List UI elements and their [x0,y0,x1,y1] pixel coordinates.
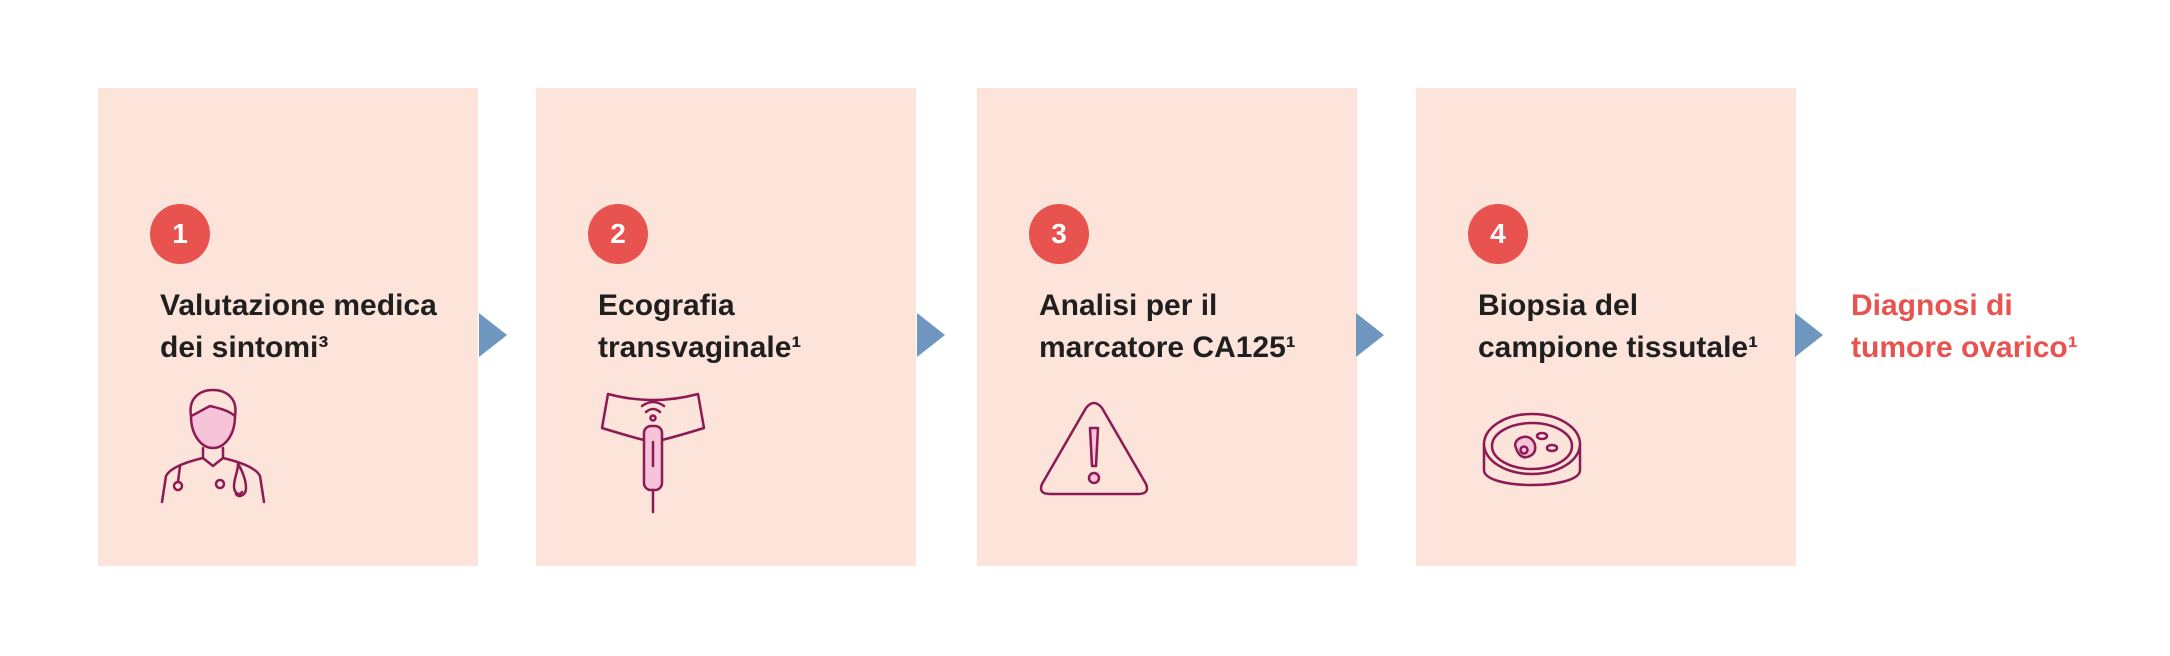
step-title-line: Valutazione medica [160,289,437,322]
petri-dish-icon [1482,412,1582,487]
step-title: Biopsia del campione tissutale¹ [1478,285,1788,369]
step-title-line: marcatore CA125¹ [1039,331,1296,364]
step-number-badge: 2 [588,204,648,264]
flow-arrow [479,313,507,357]
doctor-icon [160,388,266,504]
step-title-line: transvaginale¹ [598,331,802,364]
step-title-line: Ecografia [598,289,735,322]
step-title-line: Biopsia del [1478,289,1639,322]
diagnosis-outcome: Diagnosi di tumore ovarico¹ [1851,285,2151,369]
step-title-line: dei sintomi³ [160,331,329,364]
step-title-line: Analisi per il [1039,289,1218,322]
step-title: Ecografia transvaginale¹ [598,285,908,369]
flow-arrow [1795,313,1823,357]
step-card-2: 2 Ecografia transvaginale¹ [536,88,916,566]
step-title-line: campione tissutale¹ [1478,331,1759,364]
flow-arrow [917,313,945,357]
outcome-line: Diagnosi di [1851,289,2013,322]
step-card-3: 3 Analisi per il marcatore CA125¹ [977,88,1357,566]
step-card-4: 4 Biopsia del campione tissutale¹ [1416,88,1796,566]
warning-icon [1039,401,1149,496]
outcome-line: tumore ovarico¹ [1851,331,2078,364]
step-title: Analisi per il marcatore CA125¹ [1039,285,1349,369]
step-title: Valutazione medica dei sintomi³ [160,285,470,369]
flow-arrow [1356,313,1384,357]
ultrasound-probe-icon [600,392,706,514]
step-number-badge: 1 [150,204,210,264]
step-number-badge: 3 [1029,204,1089,264]
step-card-1: 1 Valutazione medica dei sintomi³ [98,88,478,566]
step-number-badge: 4 [1468,204,1528,264]
